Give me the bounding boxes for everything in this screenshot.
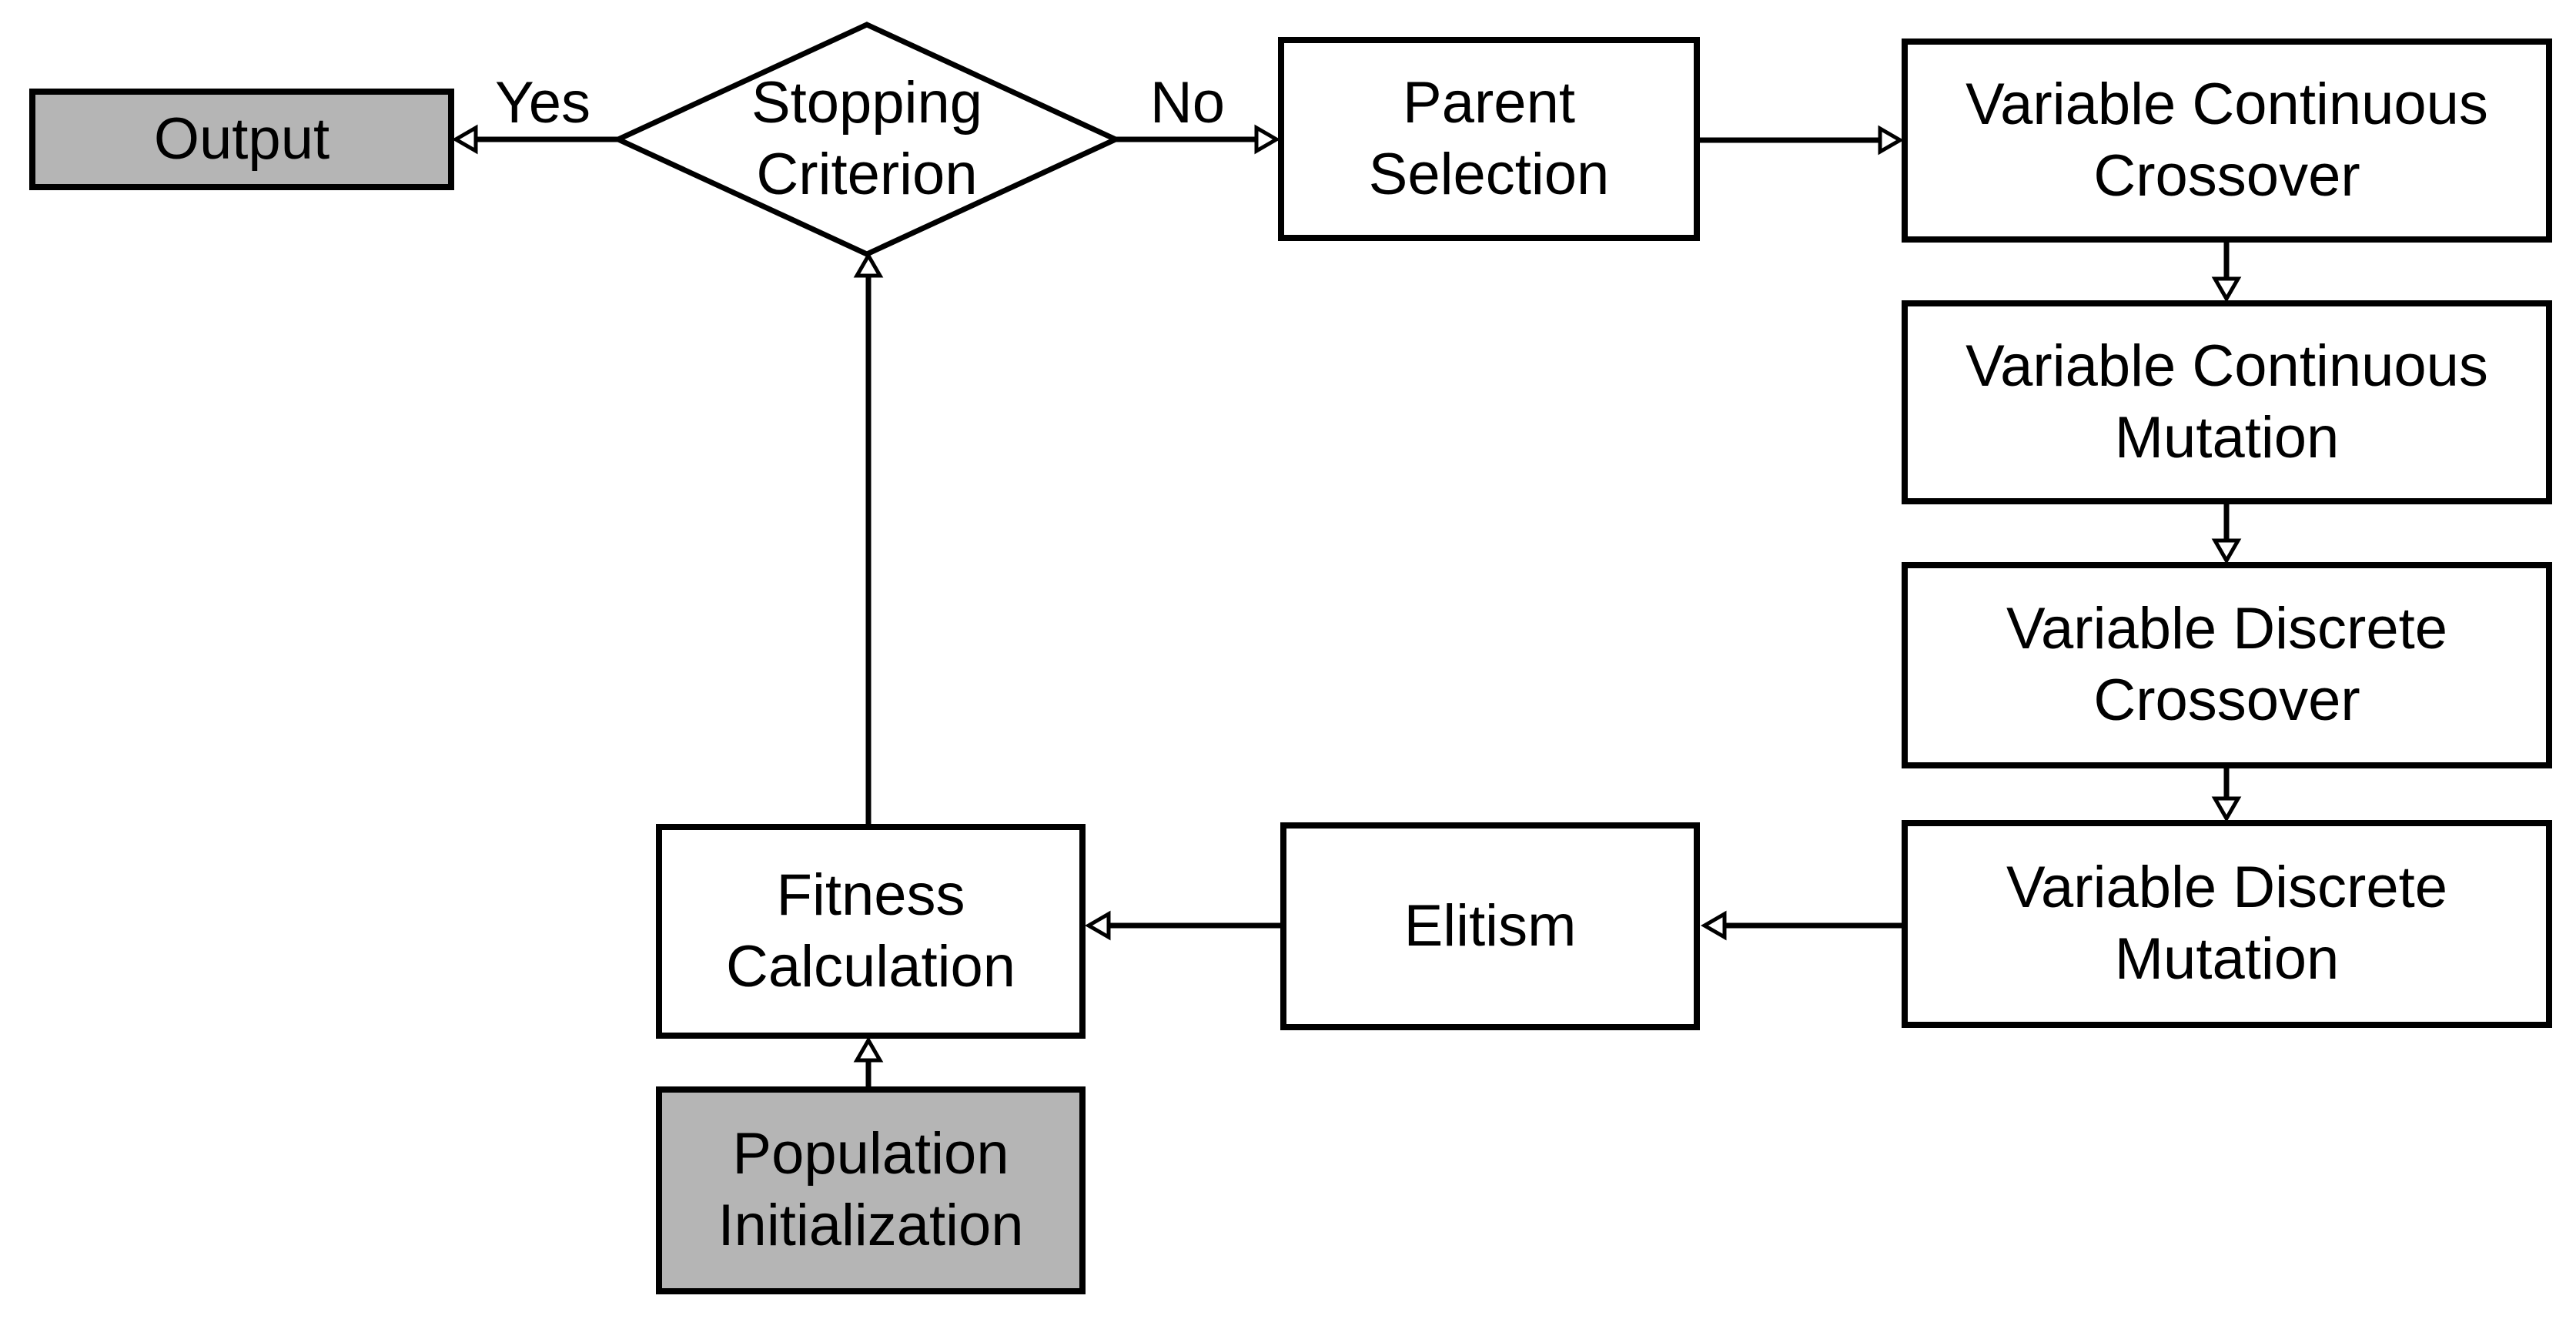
node-variable-discrete-crossover-label-line1: Variable Discrete — [2006, 596, 2448, 662]
node-parent-selection-label-line2: Selection — [1368, 141, 1610, 207]
edge-vc-crossover-to-vc-mutation-arrowhead — [2211, 276, 2242, 303]
edge-elitism-to-fitness-arrowhead — [1084, 910, 1111, 941]
node-stopping-criterion-label-line2: Criterion — [756, 142, 978, 207]
node-variable-continuous-crossover-label-line2: Crossover — [2093, 142, 2360, 209]
node-variable-continuous-mutation-label-line2: Mutation — [2114, 404, 2340, 470]
edge-population-to-fitness-arrowhead — [853, 1036, 884, 1063]
stopping-criterion-diamond-shape — [611, 22, 1122, 257]
edge-label-no: No — [1149, 70, 1226, 136]
node-output: Output — [29, 89, 454, 190]
node-fitness-calculation: Fitness Calculation — [656, 824, 1086, 1039]
node-variable-discrete-mutation: Variable Discrete Mutation — [1902, 820, 2552, 1028]
node-variable-discrete-crossover: Variable Discrete Crossover — [1902, 562, 2552, 768]
edge-label-yes: Yes — [495, 70, 590, 136]
edge-stopping-to-output-arrowhead — [451, 124, 478, 155]
edge-fitness-to-stopping-arrowhead — [853, 251, 884, 278]
node-stopping-criterion: Stopping Criterion — [618, 25, 1116, 254]
node-fitness-calculation-label-line1: Fitness — [776, 862, 965, 928]
node-elitism-label: Elitism — [1403, 892, 1577, 959]
node-parent-selection-label-line1: Parent — [1403, 69, 1575, 136]
node-variable-discrete-mutation-label-line2: Mutation — [2114, 926, 2340, 992]
node-parent-selection: Parent Selection — [1278, 37, 1700, 241]
node-variable-continuous-mutation-label-line1: Variable Continuous — [1965, 333, 2488, 399]
edge-parent-selection-to-vc-crossover-arrowhead — [1878, 125, 1905, 156]
node-population-initialization-label-line1: Population — [732, 1121, 1009, 1187]
node-population-initialization-label-line2: Initialization — [718, 1193, 1024, 1258]
node-elitism: Elitism — [1280, 822, 1700, 1030]
node-variable-discrete-mutation-label-line1: Variable Discrete — [2006, 855, 2448, 921]
edge-vc-mutation-to-vd-crossover-arrowhead — [2211, 538, 2242, 565]
node-fitness-calculation-label-line2: Calculation — [726, 933, 1015, 999]
node-variable-discrete-crossover-label-line2: Crossover — [2093, 668, 2360, 733]
node-variable-continuous-mutation: Variable Continuous Mutation — [1902, 300, 2552, 504]
node-variable-continuous-crossover: Variable Continuous Crossover — [1902, 38, 2552, 243]
node-variable-continuous-crossover-label-line1: Variable Continuous — [1965, 71, 2488, 137]
node-population-initialization: Population Initialization — [656, 1086, 1086, 1294]
node-stopping-criterion-label-line1: Stopping — [751, 70, 983, 136]
edge-stopping-to-parent-selection-arrowhead — [1254, 124, 1281, 155]
edge-vd-crossover-to-vd-mutation-arrowhead — [2211, 796, 2242, 823]
node-output-label: Output — [153, 105, 330, 172]
edge-vd-mutation-to-elitism-arrowhead — [1700, 910, 1727, 941]
